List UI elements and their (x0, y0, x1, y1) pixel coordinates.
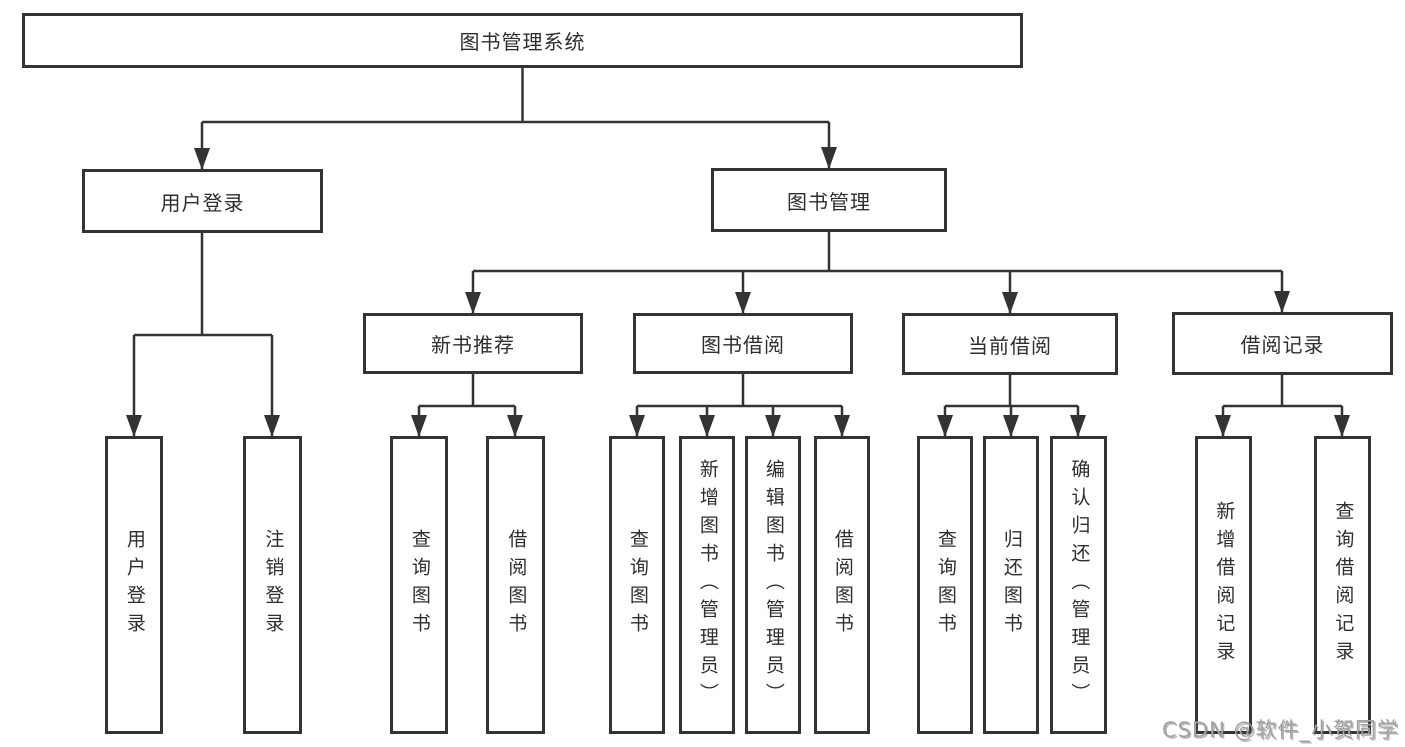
leaf-edit-book-admin: 编辑图书（管理员） (745, 436, 801, 734)
connector-current-borrow-bar (945, 375, 1078, 408)
leaf-query-books-under-current: 查询图书 (917, 436, 973, 734)
node-library-system: 图书管理系统 (22, 13, 1023, 68)
node-user-login: 用户登录 (82, 169, 323, 233)
leaf-query-borrow-record: 查询借阅记录 (1314, 436, 1371, 734)
leaf-add-borrow-record: 新增借阅记录 (1195, 436, 1252, 734)
connector-borrow-records-bar (1223, 375, 1342, 408)
node-new-book-recommendation: 新书推荐 (363, 313, 583, 374)
node-borrowing-records: 借阅记录 (1172, 312, 1393, 375)
node-book-management: 图书管理 (711, 168, 947, 232)
leaf-return-book: 归还图书 (983, 436, 1039, 734)
leaf-borrow-books-under-borrowing: 借阅图书 (814, 436, 870, 734)
node-book-borrowing: 图书借阅 (633, 313, 853, 374)
leaf-borrow-books-under-recommend: 借阅图书 (486, 436, 545, 734)
leaf-logout: 注销登录 (243, 436, 302, 734)
connector-user-login-bar (134, 233, 272, 337)
connector-book-borrow-bar (637, 374, 842, 408)
leaf-confirm-return-admin: 确认归还（管理员） (1050, 436, 1107, 734)
connector-root-bar (202, 68, 829, 124)
leaf-query-books-under-recommend: 查询图书 (390, 436, 448, 734)
node-current-borrowing: 当前借阅 (902, 313, 1118, 375)
leaf-query-books-under-borrowing: 查询图书 (609, 436, 665, 734)
leaf-add-book-admin: 新增图书（管理员） (679, 436, 735, 734)
csdn-watermark: CSDN @软件_小贺同学 (1161, 718, 1399, 742)
leaf-user-login: 用户登录 (105, 436, 163, 734)
connector-book-mgmt-bar (473, 232, 1282, 273)
connector-new-rec-bar (419, 374, 515, 408)
